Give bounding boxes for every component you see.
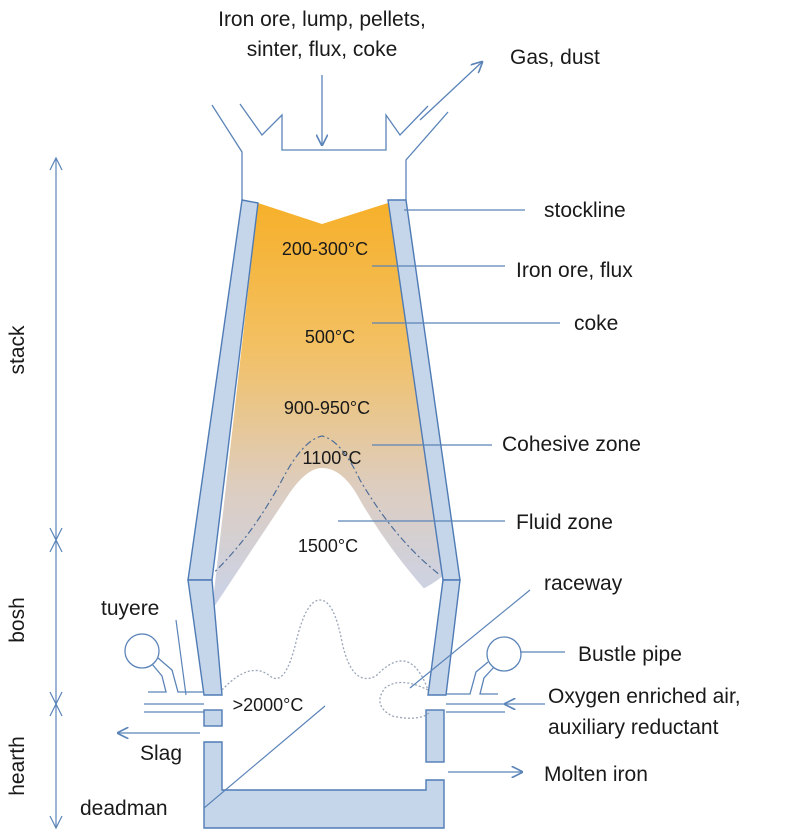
raceway-leader	[409, 589, 531, 689]
left-uptake-inner	[239, 103, 429, 151]
tuyere-label: tuyere	[101, 597, 159, 620]
temp-900-950: 900-950°C	[284, 398, 370, 418]
gas-dust-label: Gas, dust	[510, 46, 600, 69]
left-hearth-wall-upper	[203, 709, 223, 727]
stockline-label: stockline	[544, 199, 626, 222]
deadman-label: deadman	[80, 797, 168, 820]
charge-label-line2: sinter, flux, coke	[247, 38, 398, 61]
raceway-left	[221, 599, 429, 691]
left-wall-lower	[187, 579, 223, 696]
right-uptake	[405, 111, 449, 200]
temp-1100: 1100°C	[303, 448, 362, 468]
right-wall-lower	[427, 579, 461, 696]
zone-dimensions	[49, 156, 63, 830]
oxygen-label-line2: auxiliary reductant	[548, 716, 719, 739]
cohesive-zone-label: Cohesive zone	[502, 433, 641, 456]
furnace-top	[211, 103, 449, 200]
molten-iron-label: Molten iron	[544, 763, 648, 786]
coke-label: coke	[574, 312, 618, 335]
temp-1500: 1500°C	[298, 536, 358, 556]
bustle-pipe-icon	[124, 633, 160, 669]
fluid-zone-label: Fluid zone	[516, 511, 613, 534]
charge-label-line1: Iron ore, lump, pellets,	[218, 8, 426, 31]
burden-charge	[212, 203, 444, 610]
bosh-label: bosh	[6, 597, 29, 643]
leader-lines	[175, 209, 565, 809]
bustle-pipe-right	[446, 636, 522, 695]
hearth-bottom	[203, 741, 445, 829]
temp-500: 500°C	[305, 327, 355, 347]
slag-label: Slag	[140, 742, 182, 765]
arrows	[118, 62, 545, 772]
oxygen-label-line1: Oxygen enriched air,	[548, 685, 741, 708]
iron-ore-flux-label: Iron ore, flux	[516, 259, 633, 282]
bustle-pipe-label: Bustle pipe	[578, 643, 682, 666]
left-uptake	[211, 104, 243, 200]
cohesive-zone-core	[212, 468, 444, 612]
temp-2000: >2000°C	[233, 695, 304, 715]
cohesive-zone-boundary	[207, 435, 441, 579]
hearth-label: hearth	[6, 736, 29, 796]
right-hearth-wall	[425, 709, 445, 763]
bustle-pipe-left	[124, 633, 204, 693]
bustle-pipe-icon	[486, 636, 522, 672]
deadman-leader	[203, 705, 326, 809]
tuyere-leader	[175, 619, 187, 696]
raceway-label: raceway	[544, 572, 623, 595]
gas-arrow	[419, 62, 482, 121]
temp-200-300: 200-300°C	[282, 239, 368, 259]
raceway-right	[379, 681, 431, 719]
tuyere-lines	[144, 703, 505, 713]
stack-label: stack	[6, 325, 29, 375]
